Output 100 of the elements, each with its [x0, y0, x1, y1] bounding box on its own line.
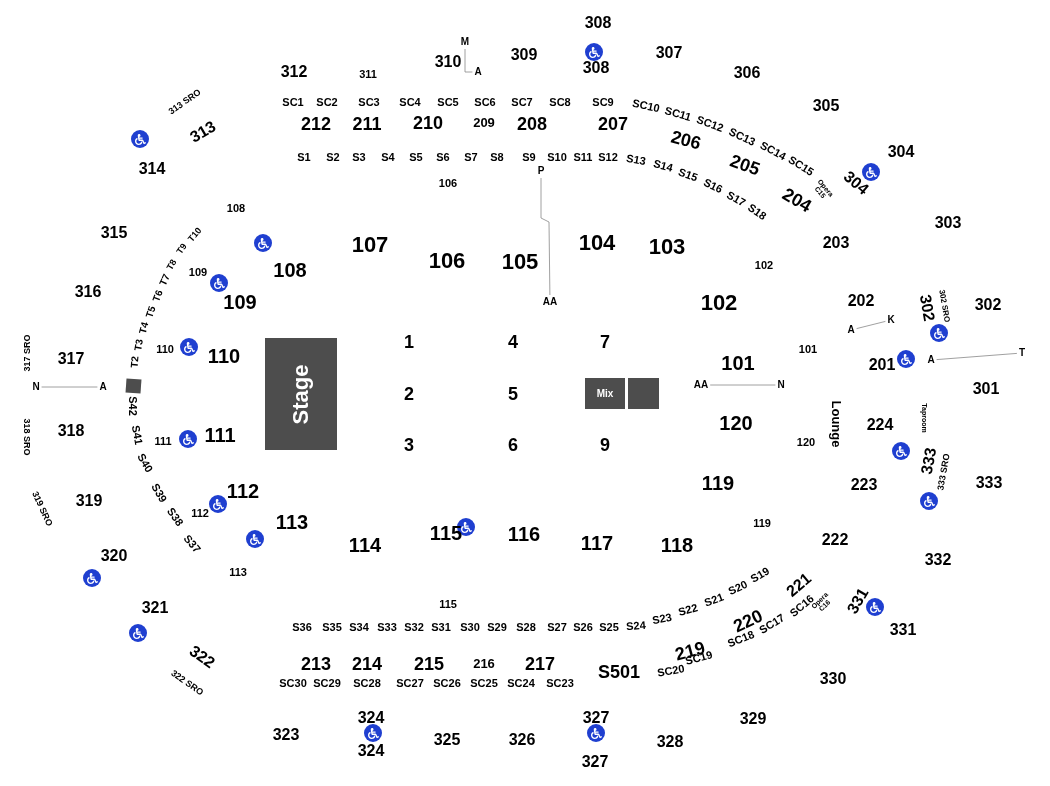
section-label: S501	[598, 663, 640, 681]
section-label: SC2	[316, 96, 338, 108]
section-label: SC5	[437, 96, 459, 108]
section-label: 105	[501, 251, 539, 273]
section-label: SC27	[396, 677, 424, 689]
section-label: S28	[516, 621, 536, 633]
section-label: 302	[916, 293, 938, 323]
section-label: 5	[508, 385, 518, 403]
section-label: SC10	[631, 97, 661, 115]
section-label: SC8	[549, 96, 571, 108]
section-label: 9	[600, 436, 610, 454]
section-label: S22	[677, 602, 699, 618]
section-label: 319 SRO	[30, 490, 54, 528]
section-label: S8	[490, 151, 504, 163]
section-label: S24	[625, 619, 647, 633]
row-marker: A	[927, 355, 935, 365]
section-label: S37	[181, 532, 203, 556]
leader-line	[936, 353, 1018, 360]
section-label: SC11	[663, 105, 693, 123]
section-label: S15	[676, 166, 700, 184]
section-label: 115	[439, 598, 457, 610]
section-label: 313	[187, 118, 219, 146]
section-label: SC23	[546, 677, 574, 689]
section-label: 109	[223, 292, 257, 312]
section-label: S23	[651, 611, 673, 627]
section-label: 308	[584, 15, 612, 31]
section-label: 304	[887, 144, 915, 160]
section-label: 212	[301, 115, 331, 133]
section-label: 217	[525, 655, 555, 673]
mix-position-block: Mix	[585, 378, 625, 409]
section-label: 2	[404, 385, 414, 403]
leader-line	[540, 177, 551, 296]
section-label: T10	[186, 226, 204, 244]
section-label: 109	[188, 266, 208, 278]
section-label: 301	[972, 381, 1000, 397]
section-label: S31	[431, 621, 451, 633]
section-label: S7	[464, 151, 478, 163]
section-label: T2	[129, 355, 141, 369]
section-label: 302	[974, 297, 1002, 313]
section-label: SC20	[656, 663, 686, 679]
section-label: 312	[280, 64, 308, 80]
section-label: 331	[889, 622, 917, 638]
section-label: S39	[149, 481, 169, 505]
section-label: 103	[648, 236, 686, 258]
section-label: S30	[460, 621, 480, 633]
section-label: 307	[655, 45, 683, 61]
section-label: 107	[351, 234, 389, 256]
section-label: 207	[598, 115, 628, 133]
section-label: S26	[573, 621, 593, 633]
section-label: 313 SRO	[167, 87, 203, 117]
section-label: 106	[438, 177, 458, 189]
section-label: 324	[357, 743, 385, 759]
section-label: SC26	[433, 677, 461, 689]
section-label: 318	[57, 423, 85, 439]
section-label: S18	[745, 201, 769, 223]
leader-line	[41, 386, 98, 388]
section-label: 117	[580, 533, 614, 553]
stage-block: Stage	[265, 338, 337, 450]
section-label: S27	[547, 621, 567, 633]
section-label: 111	[204, 425, 236, 445]
section-label: 216	[473, 656, 495, 670]
section-label: S36	[292, 621, 312, 633]
section-label: S33	[377, 621, 397, 633]
section-label: SC28	[353, 677, 381, 689]
section-label: 314	[138, 161, 166, 177]
section-label: 116	[507, 524, 541, 544]
section-label: S1	[297, 151, 311, 163]
section-label: T6	[151, 288, 165, 304]
row-marker: M	[460, 37, 470, 47]
section-label: 112	[226, 481, 260, 501]
section-label: 304	[840, 168, 872, 198]
section-label: 111	[154, 435, 172, 447]
section-label: T8	[165, 258, 179, 272]
section-label: S6	[436, 151, 450, 163]
section-label: SC3	[358, 96, 380, 108]
row-marker: AA	[542, 297, 558, 307]
section-label: 203	[822, 235, 850, 251]
section-label: 331	[844, 585, 872, 617]
section-label: 1	[404, 333, 414, 351]
leader-line	[709, 384, 776, 386]
section-label: 321	[141, 600, 169, 616]
section-label: 208	[517, 115, 547, 133]
section-label: 309	[510, 47, 538, 63]
section-label: S13	[625, 152, 647, 168]
section-label: SC1	[282, 96, 304, 108]
section-label: 4	[508, 333, 518, 351]
section-label: S32	[404, 621, 424, 633]
section-label: S16	[701, 176, 725, 196]
section-label: T7	[158, 272, 172, 288]
section-label: SC7	[511, 96, 533, 108]
section-label: S21	[702, 591, 726, 609]
section-label: S41	[129, 424, 145, 446]
section-label: S9	[522, 151, 536, 163]
section-label: 329	[739, 711, 767, 727]
section-label: T5	[144, 304, 158, 320]
section-label: S29	[487, 621, 507, 633]
section-label: 308	[582, 60, 610, 76]
section-label: 120	[719, 413, 753, 433]
section-label: S10	[547, 151, 567, 163]
section-label: 332	[924, 552, 952, 568]
